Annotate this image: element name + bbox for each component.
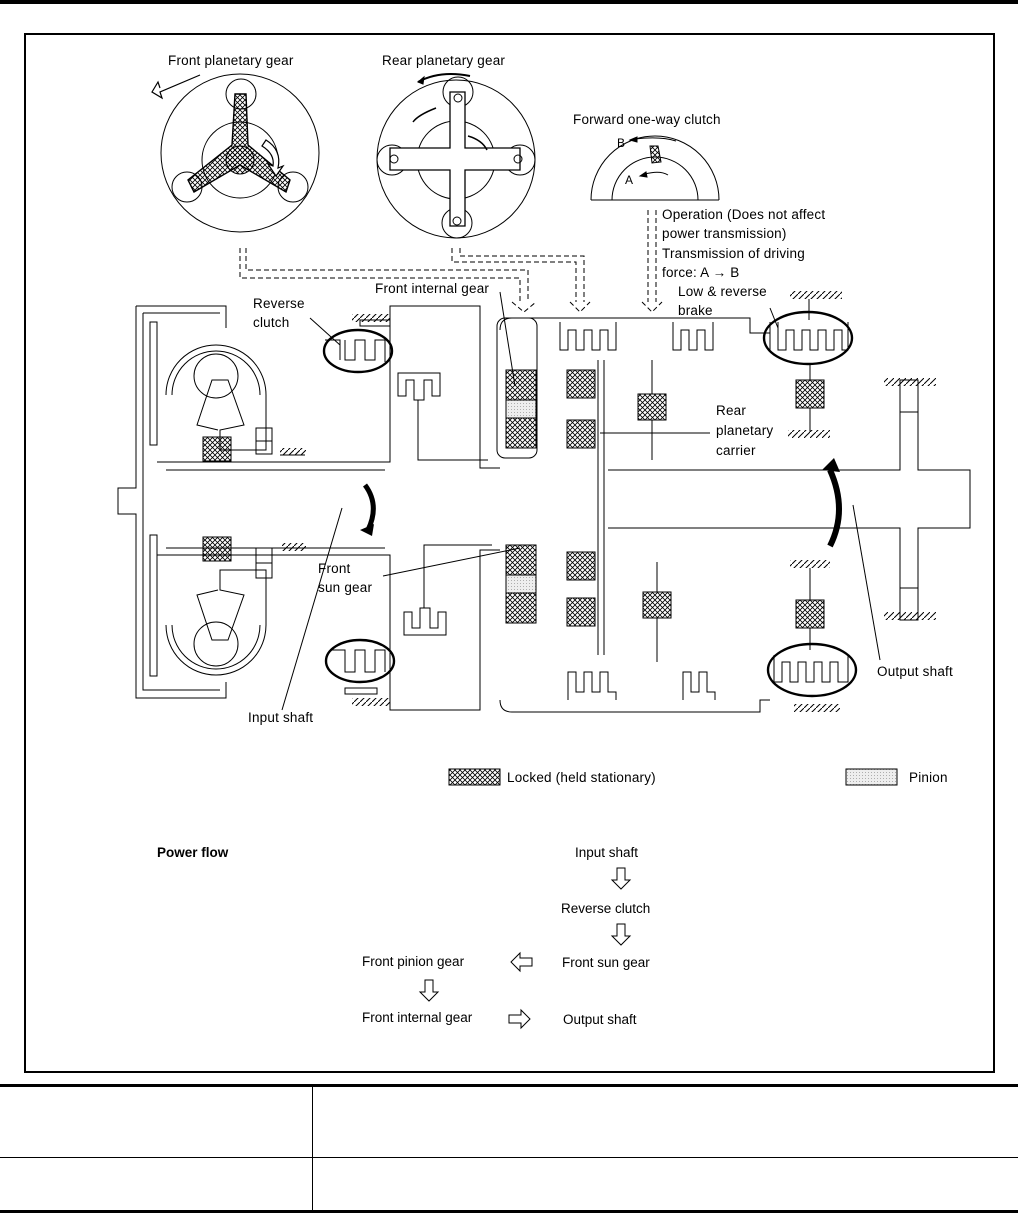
legend-pinion-label: Pinion [909,769,948,786]
flow-arrow-down-3 [420,980,438,1001]
table-row [0,1086,1018,1158]
label-front-sun-gear-line2: sun gear [318,579,372,596]
power-flow-front-sun-gear: Front sun gear [562,955,650,970]
label-rear-planetary-carrier-line2: planetary [716,422,773,439]
front-planetary-gear-figure [152,74,319,232]
power-flow-reverse-clutch: Reverse clutch [561,901,650,916]
label-front-planetary-gear: Front planetary gear [168,52,294,69]
label-operation-line1: Operation (Does not affect [662,206,825,223]
rear-planetary-gear-figure [377,74,535,238]
label-operation-line4: force: A → B [662,264,739,281]
legend-locked-swatch [449,769,500,785]
label-clutch-a: A [625,172,633,189]
label-front-sun-gear-line1: Front [318,560,351,577]
label-clutch-b: B [617,135,625,152]
label-front-internal-gear: Front internal gear [375,280,489,297]
legend-pinion-swatch [846,769,897,785]
label-rear-planetary-carrier-line3: carrier [716,442,756,459]
power-flow-front-pinion-gear: Front pinion gear [362,954,464,969]
flow-arrow-left [511,953,532,971]
forward-one-way-clutch-figure [591,136,719,200]
label-low-reverse-brake-line2: brake [678,302,713,319]
flow-arrow-down-1 [612,868,630,889]
power-flow-title: Power flow [157,845,228,860]
table-cell [313,1086,1018,1158]
table-cell [0,1158,313,1212]
label-reverse-clutch-line1: Reverse [253,295,305,312]
label-operation-line2: power transmission) [662,225,787,242]
transmission-cross-section [118,291,970,712]
label-input-shaft: Input shaft [248,709,313,726]
table-cell [313,1158,1018,1212]
transmission-diagram [0,0,1018,1080]
label-rear-planetary-gear: Rear planetary gear [382,52,505,69]
label-rear-planetary-carrier-line1: Rear [716,402,746,419]
legend-locked-label: Locked (held stationary) [507,769,656,786]
flow-arrow-down-2 [612,924,630,945]
table-row [0,1158,1018,1212]
table-cell [0,1086,313,1158]
flow-arrow-right [509,1010,530,1028]
label-output-shaft: Output shaft [877,663,953,680]
power-flow-input-shaft: Input shaft [575,845,638,860]
power-flow-output-shaft: Output shaft [563,1012,637,1027]
spec-table [0,1084,1018,1213]
power-flow-front-internal-gear: Front internal gear [362,1010,472,1025]
label-low-reverse-brake-line1: Low & reverse [678,283,767,300]
label-operation-line3: Transmission of driving [662,245,805,262]
label-reverse-clutch-line2: clutch [253,314,289,331]
label-forward-one-way-clutch: Forward one-way clutch [573,111,721,128]
